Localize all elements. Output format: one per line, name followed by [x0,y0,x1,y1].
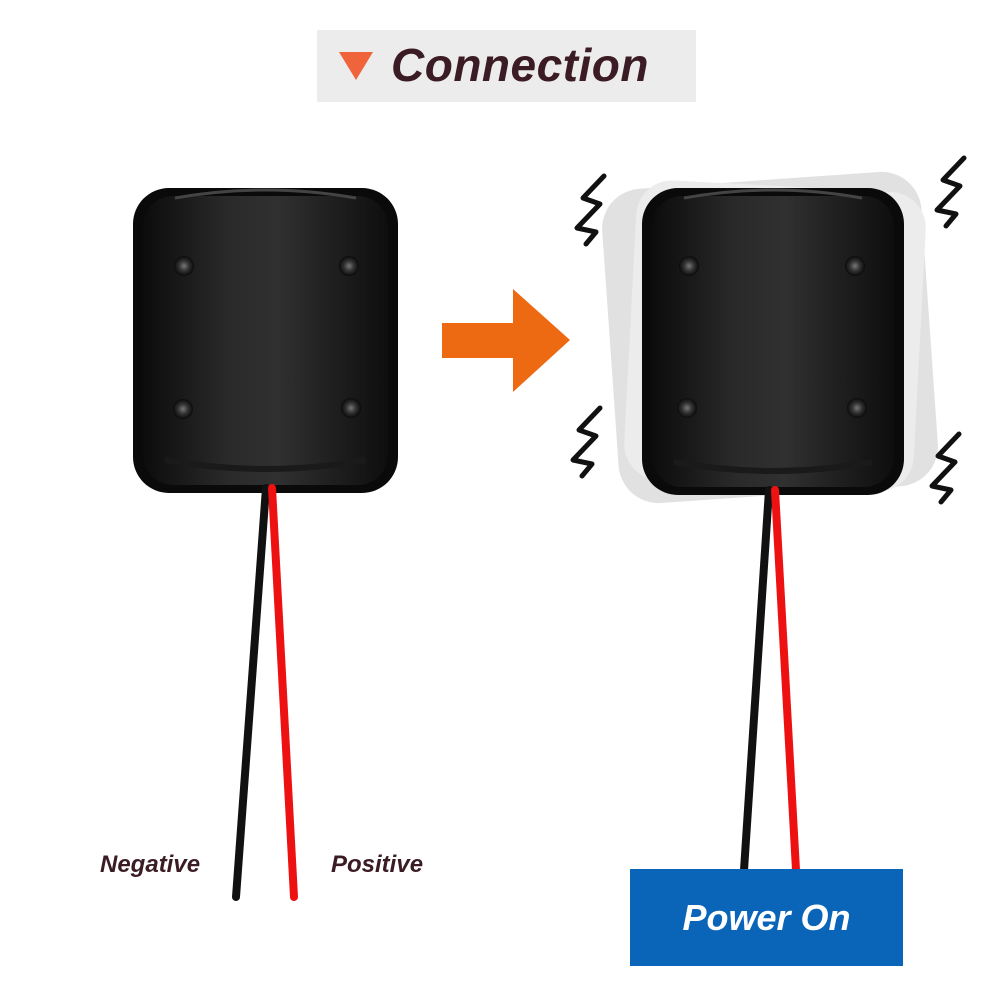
screw-bottom-left [677,398,697,418]
page-title: Connection [391,39,649,91]
wire-negative [740,486,773,874]
arrow-right-icon [442,289,570,392]
lightning-icon [570,405,603,479]
lightning-icon [574,173,607,247]
wire-positive [771,486,800,874]
screw-bottom-right [847,398,867,418]
power-on-badge: Power On [630,869,903,966]
triangle-down-icon [339,52,373,80]
lightning-icon [934,155,967,229]
title-banner: Connection [317,30,696,102]
lightning-icon [929,431,962,505]
label-positive: Positive [331,851,424,878]
screw-bottom-left [173,399,193,419]
screw-top-left [174,256,194,276]
screw-top-right [845,256,865,276]
screw-top-right [339,256,359,276]
device-idle [133,188,398,901]
label-negative: Negative [100,851,201,878]
wire-negative [232,484,270,901]
screw-top-left [679,256,699,276]
wire-positive [268,484,298,901]
device-powered [602,171,938,874]
power-on-label: Power On [682,897,851,938]
screw-bottom-right [341,398,361,418]
